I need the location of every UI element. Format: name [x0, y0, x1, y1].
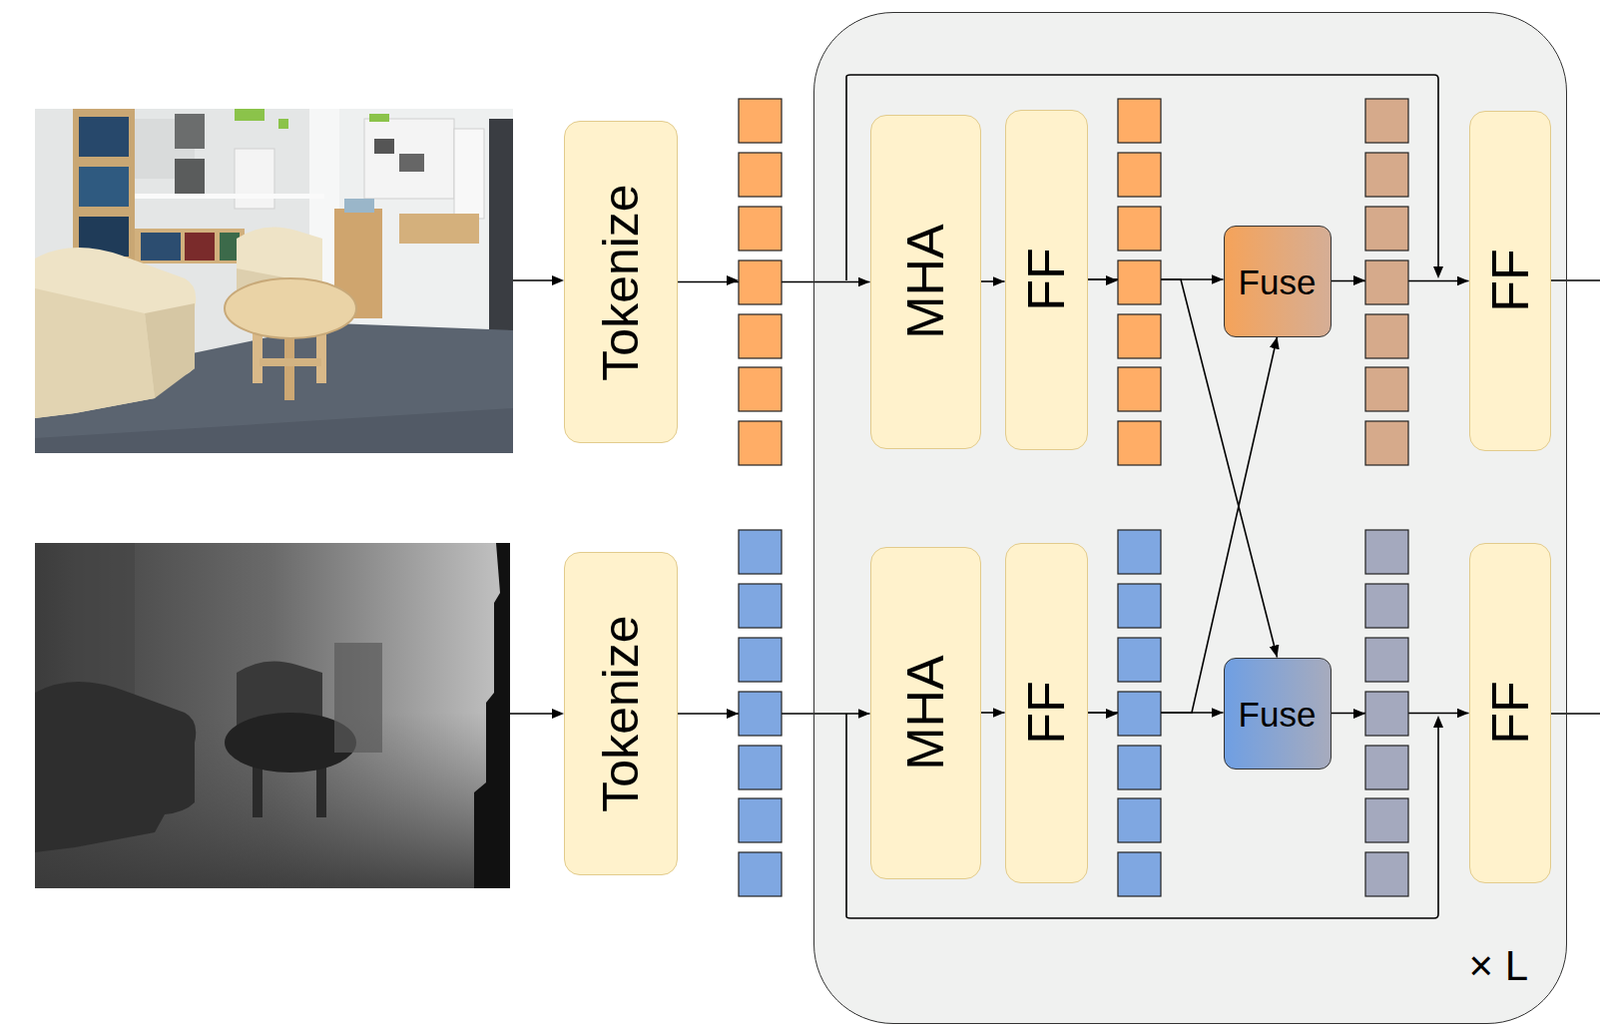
token-column — [1365, 530, 1409, 897]
token-column — [1365, 98, 1409, 466]
box-label: MHA — [899, 654, 952, 771]
box-label: Tokenize — [595, 614, 646, 812]
box-label: FF — [1484, 248, 1537, 313]
box-label: FF — [1020, 247, 1072, 312]
box-label: MHA — [899, 223, 952, 340]
connector-arrow — [1087, 337, 1278, 714]
rgb-photo — [34, 108, 514, 454]
panel-fill — [813, 11, 1568, 1025]
connector-arrow — [981, 280, 1006, 283]
feedforward-box: FF — [1469, 542, 1552, 884]
feedforward-box: FF — [1005, 109, 1088, 451]
box-label: Tokenize — [595, 183, 646, 381]
token-column — [1117, 530, 1161, 897]
box-label: Fuse — [1238, 263, 1317, 299]
depth-map — [34, 542, 511, 889]
residual-arrowheads — [1433, 266, 1444, 728]
box-label: FF — [1484, 680, 1537, 745]
token-column — [1117, 98, 1161, 466]
repeat-block: × LMHAFFFuseFFMHAFFFuseFF — [813, 11, 1568, 1025]
tokenizer-box: Tokenize — [563, 120, 678, 444]
input-arrows — [510, 275, 564, 719]
fuse-box: Fuse — [1223, 657, 1332, 770]
attention-box: MHA — [870, 546, 982, 880]
residual-connection — [846, 74, 1439, 919]
token-column — [738, 530, 782, 897]
tokenizer-box: Tokenize — [563, 551, 678, 876]
token-column — [738, 98, 782, 466]
attention-box: MHA — [870, 114, 982, 450]
feedforward-box: FF — [1005, 542, 1088, 884]
box-label: FF — [1020, 680, 1072, 745]
fuse-box: Fuse — [1223, 225, 1332, 338]
feedforward-box: FF — [1469, 110, 1552, 452]
output-arrows — [1551, 280, 1600, 714]
connector-arrow — [981, 711, 1006, 714]
box-label: Fuse — [1238, 695, 1317, 731]
repeat-count: × L — [1468, 945, 1529, 988]
